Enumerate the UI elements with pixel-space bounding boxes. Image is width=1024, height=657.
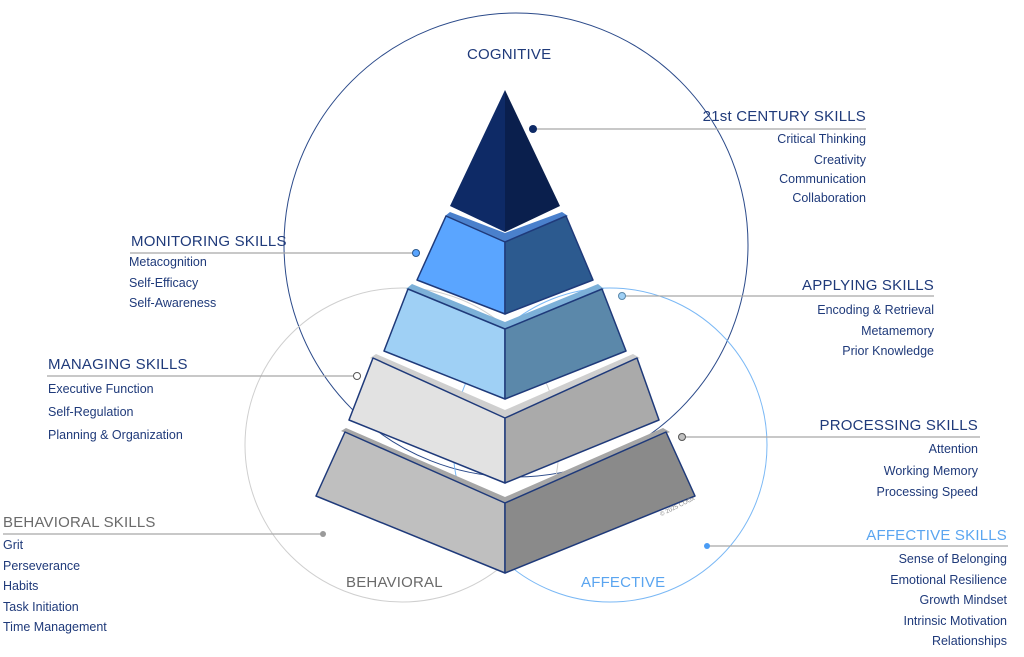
tier-monitoring-ledge — [445, 212, 568, 242]
group-monitoring-heading: MONITORING SKILLS — [131, 233, 287, 250]
list-item: Attention — [928, 442, 978, 456]
list-item: Self-Regulation — [48, 405, 134, 419]
group-processing-heading: PROCESSING SKILLS — [819, 417, 978, 434]
list-item: Intrinsic Motivation — [903, 613, 1007, 628]
dot-managing — [353, 372, 361, 380]
dot-affective — [704, 543, 710, 549]
list-item: Perseverance — [3, 558, 81, 573]
list-item: Time Management — [3, 620, 107, 634]
list-item: Processing Speed — [876, 485, 978, 499]
tier-processing-right-face — [504, 431, 696, 574]
behavioral-label: BEHAVIORAL — [346, 574, 443, 591]
group-managing-heading: MANAGING SKILLS — [48, 356, 188, 373]
list-item: Self-Awareness — [129, 296, 217, 310]
list-item: Encoding & Retrieval — [817, 303, 934, 317]
cognitive-label: COGNITIVE — [467, 46, 552, 63]
tier-managing[interactable] — [348, 354, 660, 484]
tier-monitoring[interactable] — [416, 212, 594, 315]
list-item: Grit — [3, 538, 24, 552]
group-affective: AFFECTIVE SKILLS Sense of Belonging Emot… — [866, 527, 1007, 652]
group-behavioral-heading: BEHAVIORAL SKILLS — [3, 514, 156, 531]
dot-applying — [618, 292, 626, 300]
list-item: Working Memory — [883, 463, 978, 478]
tier-processing[interactable] — [315, 428, 696, 574]
group-behavioral: BEHAVIORAL SKILLS Grit Perseverance Habi… — [3, 514, 156, 638]
tier-applying-right-face — [504, 288, 627, 400]
tier-monitoring-right-face — [504, 215, 594, 315]
tier-century-right-face — [505, 90, 560, 232]
list-item: Communication — [779, 172, 866, 186]
list-item: Self-Efficacy — [129, 275, 199, 290]
group-applying-heading: APPLYING SKILLS — [802, 277, 934, 294]
tier-century[interactable] — [450, 90, 560, 232]
list-item: Sense of Belonging — [898, 552, 1007, 566]
list-item: Planning & Organization — [48, 428, 183, 442]
group-century-heading: 21st CENTURY SKILLS — [702, 108, 866, 125]
affective-label: AFFECTIVE — [581, 574, 666, 591]
list-item: Executive Function — [48, 382, 154, 396]
tier-applying[interactable] — [383, 284, 627, 400]
tier-managing-right-face — [504, 357, 660, 484]
list-item: Metamemory — [861, 323, 934, 338]
list-item: Habits — [3, 579, 39, 593]
dot-monitoring — [412, 249, 420, 257]
pyramid — [315, 90, 696, 574]
list-item: Growth Mindset — [919, 593, 1007, 607]
tier-century-left-face — [450, 90, 505, 232]
list-item: Prior Knowledge — [842, 344, 934, 358]
list-item: Creativity — [813, 152, 866, 167]
group-processing: PROCESSING SKILLS Attention Working Memo… — [820, 417, 978, 504]
list-item: Critical Thinking — [777, 132, 866, 146]
leader-lines — [3, 128, 1008, 547]
dot-century — [529, 125, 537, 133]
group-century: 21st CENTURY SKILLS Critical Thinking Cr… — [703, 108, 866, 209]
list-item: Relationships — [931, 634, 1007, 648]
dot-processing — [678, 433, 686, 441]
list-item: Emotional Resilience — [890, 572, 1007, 587]
group-affective-heading: AFFECTIVE SKILLS — [866, 527, 1007, 544]
group-applying: APPLYING SKILLS Encoding & Retrieval Met… — [802, 277, 934, 362]
dot-behavioral — [320, 531, 326, 537]
list-item: Task Initiation — [3, 599, 79, 614]
group-managing: MANAGING SKILLS Executive Function Self-… — [48, 356, 188, 447]
group-monitoring: MONITORING SKILLS Metacognition Self-Eff… — [129, 233, 287, 314]
list-item: Collaboration — [792, 191, 866, 205]
list-item: Metacognition — [129, 255, 207, 269]
